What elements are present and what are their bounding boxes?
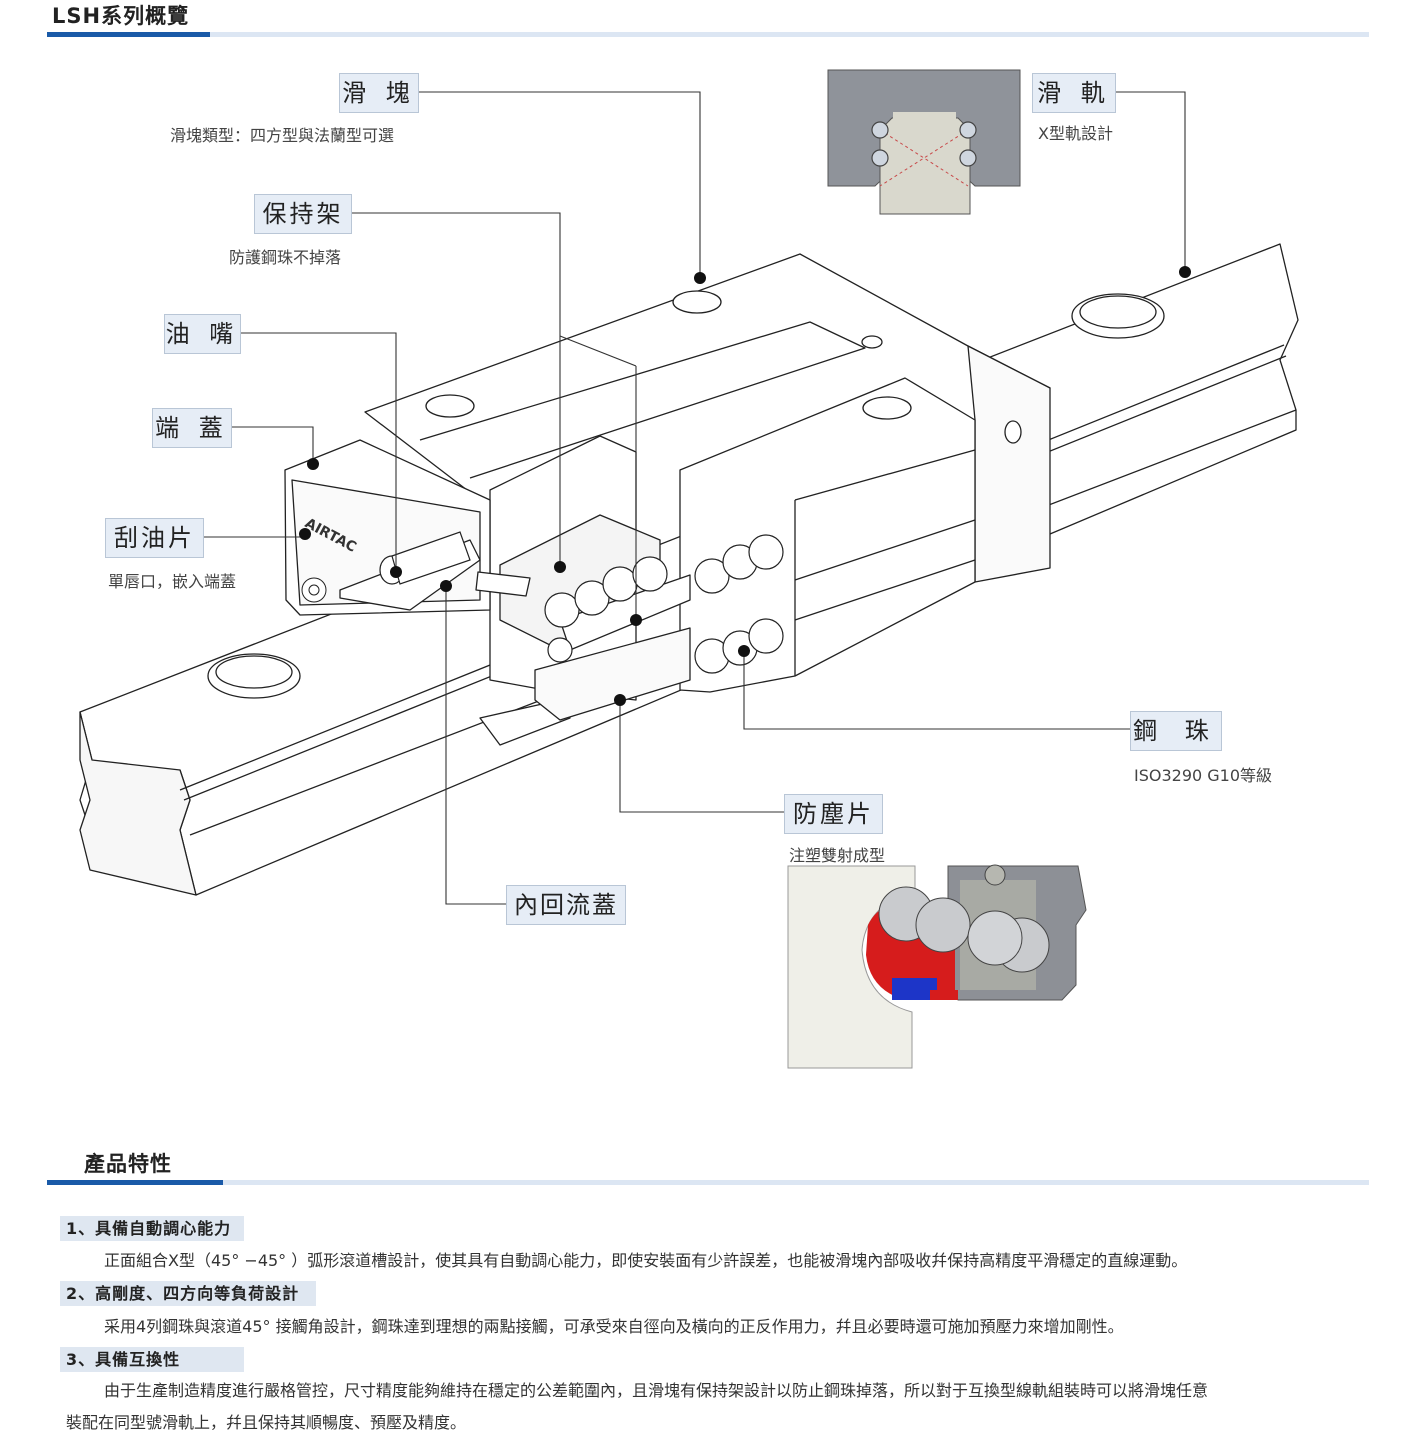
leader-grease — [239, 332, 397, 572]
leader-rail — [1114, 91, 1186, 272]
callout-rail: 滑 軌 — [1032, 73, 1116, 113]
overview-title: LSH系列概覽 — [52, 4, 190, 28]
features-title-rule — [47, 1180, 1369, 1185]
feature-heading-2: 2、高剛度、四方向等負荷設計 — [60, 1281, 316, 1306]
callout-retainer: 保持架 — [254, 194, 352, 234]
callout-steel-ball: 鋼 珠 — [1130, 711, 1222, 751]
leader-ball — [743, 651, 1130, 730]
caption-retainer: 防護鋼珠不掉落 — [229, 248, 342, 267]
feature-text-1: 正面組合X型（45° −45° ）弧形滾道槽設計，使其具有自動調心能力，即使安裝… — [104, 1251, 1188, 1270]
features-title: 產品特性 — [84, 1152, 172, 1176]
caption-scraper: 單唇口，嵌入端蓋 — [108, 572, 237, 591]
leader-retainer — [350, 212, 561, 567]
rail-cross-section-inset — [827, 69, 1021, 215]
leader-endcap — [230, 426, 314, 464]
feature-heading-1: 1、具備自動調心能力 — [60, 1216, 244, 1241]
rail-front-face — [79, 711, 197, 896]
feature-heading-3: 3、具備互換性 — [60, 1347, 244, 1372]
overview-title-rule-accent — [47, 32, 210, 37]
callout-inner-return-cap: 內回流蓋 — [506, 885, 626, 925]
dust-seal-inset — [787, 864, 1087, 1069]
callout-dust-seal: 防塵片 — [784, 794, 883, 834]
caption-rail: X型軌設計 — [1038, 124, 1113, 143]
block-right-side — [967, 345, 1051, 583]
feature-text-3b: 裝配在同型號滑軌上，幷且保持其順暢度、預壓及精度。 — [66, 1413, 467, 1432]
leader-slider — [417, 91, 701, 278]
feature-text-2: 采用4列鋼珠與滾道45° 接觸角設計，鋼珠達到理想的兩點接觸，可承受來自徑向及橫… — [104, 1317, 1124, 1336]
callout-scraper: 刮油片 — [105, 518, 204, 558]
callout-grease-nipple: 油 嘴 — [164, 314, 241, 354]
leader-return — [445, 586, 506, 905]
callout-slider: 滑 塊 — [339, 73, 419, 113]
overview-title-rule — [47, 32, 1369, 37]
caption-steel-ball: ISO3290 G10等級 — [1134, 766, 1273, 785]
features-title-rule-accent — [47, 1180, 223, 1185]
callout-end-cap: 端 蓋 — [152, 408, 232, 448]
leader-dust — [619, 700, 784, 813]
caption-dust-seal: 注塑雙射成型 — [789, 846, 886, 865]
feature-text-3a: 由于生產制造精度進行嚴格管控，尺寸精度能夠維持在穩定的公差範圍內，且滑塊有保持架… — [104, 1381, 1209, 1400]
caption-slider: 滑塊類型：四方型與法蘭型可選 — [170, 126, 395, 145]
